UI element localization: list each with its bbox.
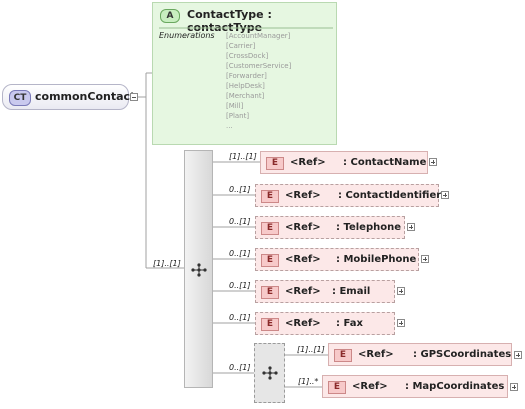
complex-type-node[interactable]: CT commonContact <box>2 84 135 110</box>
complex-type-badge: CT <box>9 90 31 106</box>
element-badge: E <box>328 381 346 394</box>
expand-toggle[interactable] <box>429 158 437 166</box>
expand-toggle[interactable] <box>514 351 522 359</box>
element-cardinality: [1]..[1] <box>229 152 257 161</box>
element-name: : MapCoordinates <box>405 381 505 392</box>
element-email[interactable]: E <Ref> : Email <box>255 280 395 303</box>
element-badge: E <box>334 349 352 362</box>
enumerations-label: Enumerations <box>159 31 215 40</box>
enumeration-item: [Merchant] <box>226 92 265 100</box>
element-cardinality: [1]..[1] <box>297 345 325 354</box>
element-fax[interactable]: E <Ref> : Fax <box>255 312 395 335</box>
element-cardinality: 0..[1] <box>229 249 251 258</box>
element-badge: E <box>261 318 279 331</box>
element-name: : Fax <box>336 318 363 329</box>
element-cardinality: 0..[1] <box>229 185 251 194</box>
sequence-icon <box>262 366 278 380</box>
element-ref-label: <Ref> <box>285 190 321 201</box>
inner-sequence-cardinality: 0..[1] <box>229 363 251 372</box>
attribute-divider <box>159 27 333 29</box>
element-name: : Telephone <box>336 222 402 233</box>
complex-type-collapse-toggle[interactable] <box>130 93 138 101</box>
element-name: : ContactIdentifier <box>338 190 442 201</box>
expand-toggle[interactable] <box>421 255 429 263</box>
enumeration-item: [Carrier] <box>226 42 256 50</box>
expand-toggle[interactable] <box>397 287 405 295</box>
sequence-icon <box>191 263 207 277</box>
sequence-cardinality: [1]..[1] <box>153 259 181 268</box>
element-cardinality: 0..[1] <box>229 217 251 226</box>
element-cardinality: 0..[1] <box>229 313 251 322</box>
inner-sequence-compositor[interactable] <box>254 343 285 403</box>
element-badge: E <box>266 157 284 170</box>
expand-toggle[interactable] <box>397 319 405 327</box>
element-badge: E <box>261 254 279 267</box>
element-badge: E <box>261 222 279 235</box>
element-ref-label: <Ref> <box>352 381 388 392</box>
element-badge: E <box>261 190 279 203</box>
complex-type-name: commonContact <box>35 90 136 103</box>
enumeration-item: [Plant] <box>226 112 250 120</box>
enumerations-list: [AccountManager] [Carrier] [CrossDock] [… <box>226 31 291 131</box>
element-mobile-phone[interactable]: E <Ref> : MobilePhone <box>255 248 419 271</box>
element-contact-name[interactable]: E <Ref> : ContactName <box>260 151 428 174</box>
element-ref-label: <Ref> <box>285 222 321 233</box>
element-telephone[interactable]: E <Ref> : Telephone <box>255 216 405 239</box>
enumeration-item: [CrossDock] <box>226 52 269 60</box>
attribute-header: A ContactType : contactType <box>153 3 336 34</box>
expand-toggle[interactable] <box>441 191 449 199</box>
element-ref-label: <Ref> <box>285 254 321 265</box>
enumeration-item: [CustomerService] <box>226 62 292 70</box>
element-name: : MobilePhone <box>336 254 417 265</box>
element-name: : Email <box>332 286 371 297</box>
element-gps-coordinates[interactable]: E <Ref> : GPSCoordinates <box>328 343 512 366</box>
element-contact-identifier[interactable]: E <Ref> : ContactIdentifier <box>255 184 442 207</box>
enumeration-item: [HelpDesk] <box>226 82 265 90</box>
element-cardinality: 0..[1] <box>229 281 251 290</box>
enumeration-item: [Forwarder] <box>226 72 267 80</box>
enumeration-item: [Mill] <box>226 102 244 110</box>
sequence-compositor[interactable] <box>184 150 213 388</box>
expand-toggle[interactable] <box>510 383 518 391</box>
enumeration-item: ... <box>226 122 233 130</box>
enumeration-item: [AccountManager] <box>226 32 291 40</box>
element-cardinality: [1]..* <box>298 377 319 386</box>
element-ref-label: <Ref> <box>285 286 321 297</box>
attribute-badge: A <box>160 9 180 23</box>
expand-toggle[interactable] <box>407 223 415 231</box>
element-ref-label: <Ref> <box>285 318 321 329</box>
element-ref-label: <Ref> <box>358 349 394 360</box>
element-map-coordinates[interactable]: E <Ref> : MapCoordinates <box>322 375 508 398</box>
element-ref-label: <Ref> <box>290 157 326 168</box>
attribute-panel[interactable]: A ContactType : contactType Enumerations… <box>152 2 337 145</box>
element-badge: E <box>261 286 279 299</box>
element-name: : GPSCoordinates <box>413 349 512 360</box>
element-name: : ContactName <box>343 157 427 168</box>
